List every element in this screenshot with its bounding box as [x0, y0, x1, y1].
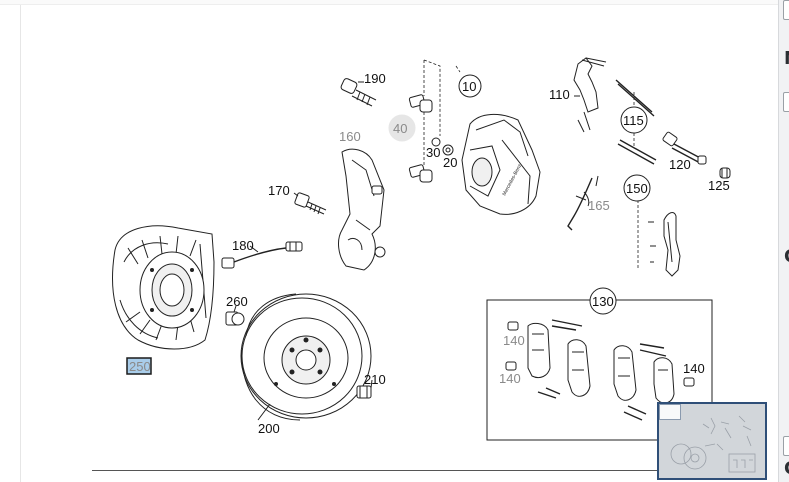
- label-140-b[interactable]: 140: [499, 371, 521, 386]
- minimap-thumbnail: [670, 415, 756, 473]
- nut-260-part[interactable]: [225, 311, 245, 326]
- dust-shield-part[interactable]: [112, 225, 215, 350]
- callout-circle-130: [589, 287, 617, 315]
- label-125[interactable]: 125: [708, 178, 730, 193]
- label-140-c[interactable]: 140: [683, 361, 705, 376]
- callout-circle-150: [623, 174, 651, 202]
- wear-sensor-180-part[interactable]: [221, 241, 303, 269]
- label-10[interactable]: 10: [462, 79, 476, 94]
- label-165[interactable]: 165: [588, 198, 610, 213]
- label-140-a[interactable]: 140: [503, 333, 525, 348]
- label-120[interactable]: 120: [669, 157, 691, 172]
- diagram-bottom-rule: [92, 470, 747, 471]
- bolt-170-part[interactable]: [294, 192, 327, 215]
- label-250-selected[interactable]: 250: [129, 359, 151, 374]
- bolt-210-part[interactable]: [356, 385, 372, 399]
- selected-label-highlight: [126, 357, 152, 375]
- spring-110-part[interactable]: [573, 57, 607, 133]
- cap-20-part[interactable]: [442, 144, 454, 156]
- label-260[interactable]: 260: [226, 294, 248, 309]
- side-panel-glyph-c: C: [784, 246, 789, 267]
- caliper-carrier-160-part[interactable]: [338, 148, 386, 271]
- bush-125-part[interactable]: [719, 167, 731, 179]
- label-200[interactable]: 200: [258, 421, 280, 436]
- pad-set-130-part[interactable]: [505, 319, 695, 421]
- pins-115-part[interactable]: [615, 79, 657, 165]
- guide-pin-40-part[interactable]: [408, 94, 433, 183]
- label-180[interactable]: 180: [232, 238, 254, 253]
- side-button-2[interactable]: [783, 92, 789, 112]
- bleeder-30-part[interactable]: [431, 137, 441, 147]
- label-160[interactable]: 160: [339, 129, 361, 144]
- side-button-3[interactable]: [783, 436, 789, 456]
- right-side-panel: [778, 0, 789, 482]
- minimap-viewport-handle[interactable]: [659, 404, 681, 420]
- label-170[interactable]: 170: [268, 183, 290, 198]
- springs-150-part[interactable]: [648, 212, 681, 277]
- label-30[interactable]: 30: [426, 145, 440, 160]
- overview-minimap[interactable]: [657, 402, 767, 480]
- label-40[interactable]: 40: [393, 121, 407, 136]
- callout-circle-40: [388, 114, 416, 142]
- label-130[interactable]: 130: [592, 294, 614, 309]
- bolt-190-part[interactable]: [340, 78, 377, 107]
- callout-circle-115: [620, 106, 648, 134]
- content-left-border: [20, 0, 21, 482]
- callout-circle-10: [458, 74, 482, 98]
- top-toolbar-strip: [0, 0, 780, 5]
- label-20[interactable]: 20: [443, 155, 457, 170]
- side-button-1[interactable]: [783, 0, 789, 20]
- label-150[interactable]: 150: [626, 181, 648, 196]
- label-115[interactable]: 115: [623, 113, 644, 128]
- wire-clip-165-part[interactable]: [567, 175, 599, 231]
- caliper-10-part[interactable]: Mercedes-Benz: [461, 114, 541, 215]
- brake-disc-part[interactable]: [240, 293, 372, 421]
- label-190[interactable]: 190: [364, 71, 386, 86]
- label-110[interactable]: 110: [549, 87, 570, 102]
- guide-bolt-120-part[interactable]: [662, 131, 707, 165]
- side-panel-glyph-c2: C: [784, 458, 789, 479]
- label-210[interactable]: 210: [364, 372, 386, 387]
- side-panel-glyph-n: N: [784, 48, 789, 69]
